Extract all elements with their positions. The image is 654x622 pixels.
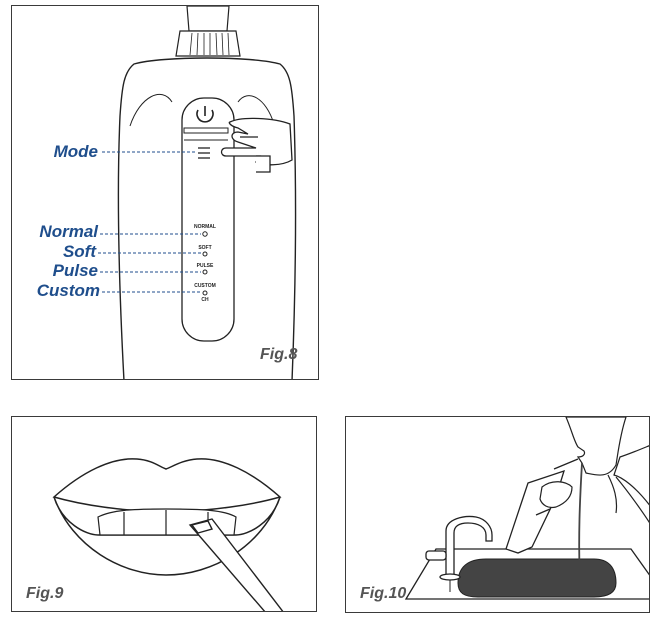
power-icon[interactable] — [196, 106, 214, 123]
person-silhouette — [565, 417, 649, 523]
device-illustration: NORMAL SOFT PULSE CUSTOM CH — [98, 6, 297, 379]
upper-lip — [52, 458, 282, 513]
figure-10-panel: Fig.10 — [345, 416, 650, 613]
device-label-ch: CH — [201, 297, 209, 303]
figure-9-panel: Fig.9 — [11, 416, 317, 612]
device-label-pulse: PULSE — [197, 263, 214, 269]
sink-basin — [457, 558, 617, 598]
hand-icon — [220, 117, 293, 173]
pulse-indicator-light — [202, 269, 208, 275]
indicator-lights — [202, 231, 208, 296]
callout-leaders — [98, 151, 201, 293]
normal-indicator-light — [202, 231, 208, 237]
soft-indicator-light — [202, 251, 208, 257]
sink-illustration — [404, 417, 649, 600]
device-label-normal: NORMAL — [194, 224, 216, 230]
faucet — [425, 515, 493, 581]
callout-pulse: Pulse — [52, 261, 98, 280]
figure-8-label: Fig.8 — [260, 346, 298, 363]
device-label-custom: CUSTOM — [194, 283, 216, 289]
callout-mode: Mode — [53, 142, 98, 161]
water-flosser — [505, 458, 579, 554]
figure-8-panel: NORMAL SOFT PULSE CUSTOM CH Mode Normal … — [11, 5, 319, 380]
callout-normal: Normal — [39, 222, 98, 241]
callout-soft: Soft — [62, 242, 96, 261]
callout-custom: Custom — [36, 281, 100, 300]
hand — [539, 481, 573, 509]
nozzle — [175, 6, 241, 57]
nozzle-tip — [188, 518, 284, 611]
figure-10-label: Fig.10 — [360, 585, 407, 602]
control-panel — [181, 97, 235, 342]
device-label-soft: SOFT — [198, 245, 211, 251]
mode-button-icon[interactable] — [198, 147, 210, 159]
figure-9-label: Fig.9 — [26, 585, 64, 602]
custom-indicator-light — [202, 290, 208, 296]
water-stream — [578, 462, 583, 588]
mouth-illustration — [52, 458, 284, 611]
